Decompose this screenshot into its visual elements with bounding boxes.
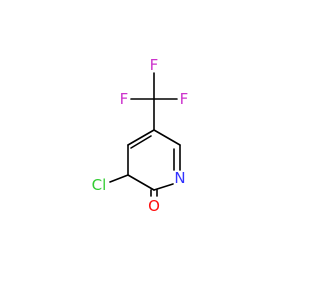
atom-f-left: F (120, 90, 129, 108)
atom-n: N (174, 169, 185, 187)
atom-o: O (148, 197, 160, 215)
structure-svg: F F F Cl N O (92, 56, 189, 215)
atom-cl: Cl (92, 176, 107, 194)
bonds (109, 72, 181, 197)
atom-f-top: F (150, 56, 159, 74)
bond-c5-c4-double (130, 135, 152, 149)
atom-labels: F F F Cl N O (92, 56, 189, 215)
atom-f-right: F (180, 90, 189, 108)
bond-c3-cl (109, 174, 129, 183)
bond-c5-c4 (127, 129, 155, 146)
bond-c3-c2 (127, 174, 155, 191)
bond-c5-c6 (153, 129, 181, 146)
molecule-diagram: F F F Cl N O (92, 56, 189, 215)
bond-n-c2 (153, 183, 174, 191)
